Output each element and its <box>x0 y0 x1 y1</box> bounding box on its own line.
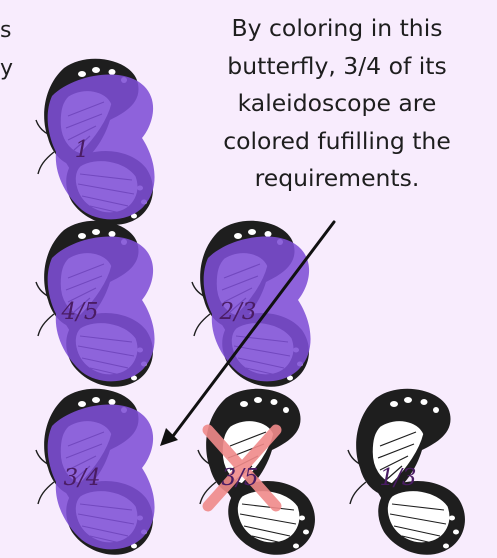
purple-scribble <box>48 75 155 220</box>
fragment-line: s <box>0 12 16 50</box>
fraction-label: 3/4 <box>63 465 100 491</box>
fraction-label: 4/5 <box>61 299 98 325</box>
callout-line: By coloring in this <box>197 10 477 48</box>
fraction-label: 2/3 <box>219 299 256 325</box>
callout-line: butterfly, 3/4 of its <box>197 48 477 86</box>
fragment-line: y <box>0 50 16 88</box>
fraction-label: 1 <box>75 137 90 163</box>
butterfly-2 <box>34 218 164 390</box>
fraction-label: 1/3 <box>379 465 416 491</box>
cropped-text-fragment: s y <box>0 12 16 88</box>
butterfly-5 <box>196 386 326 558</box>
callout-line: requirements. <box>197 160 477 198</box>
callout-line: colored fufilling the <box>197 123 477 161</box>
fraction-label: 3/5 <box>221 465 258 491</box>
butterfly-1 <box>34 56 164 228</box>
callout-line: kaleidoscope are <box>197 85 477 123</box>
explanation-callout: By coloring in this butterfly, 3/4 of it… <box>197 10 477 198</box>
